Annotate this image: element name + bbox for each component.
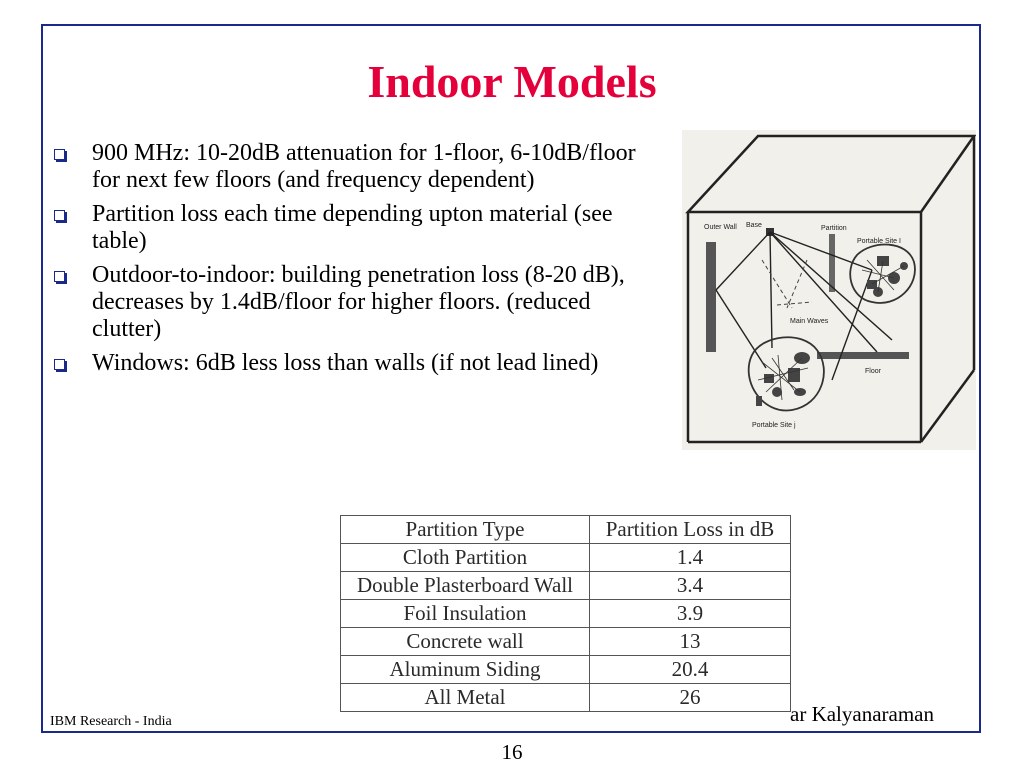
label-outer-wall: Outer Wall (704, 224, 737, 231)
bullet-item: Partition loss each time depending upton… (52, 201, 662, 255)
label-portable-site-j: Portable Site j (752, 422, 796, 429)
square-bullet-icon (54, 359, 65, 370)
cell-partition-type: Aluminum Siding (340, 655, 590, 684)
indoor-propagation-diagram: Outer Wall Base Partition Portable Site … (682, 130, 976, 450)
cell-partition-loss: 20.4 (589, 655, 791, 684)
cell-partition-loss: 13 (589, 627, 791, 656)
cell-partition-loss: 3.9 (589, 599, 791, 628)
cell-partition-loss: 1.4 (589, 543, 791, 572)
footer-author: ar Kalyanaraman (790, 702, 975, 727)
bullet-item: 900 MHz: 10-20dB attenuation for 1-floor… (52, 140, 662, 194)
cell-partition-type: Double Plasterboard Wall (340, 571, 590, 600)
partition-loss-table: Partition Type Partition Loss in dB Clot… (340, 515, 791, 712)
label-base: Base (746, 222, 762, 229)
page-number: 16 (501, 740, 523, 764)
bullet-text: Outdoor-to-indoor: building penetration … (92, 262, 625, 342)
slide-frame (41, 24, 981, 733)
column-header: Partition Type (340, 515, 590, 544)
label-partition: Partition (821, 225, 847, 232)
label-portable-site-i: Portable Site I (857, 238, 901, 245)
square-bullet-icon (54, 149, 65, 160)
bullet-list: 900 MHz: 10-20dB attenuation for 1-floor… (52, 140, 662, 384)
bullet-item: Windows: 6dB less loss than walls (if no… (52, 350, 662, 377)
bullet-item: Outdoor-to-indoor: building penetration … (52, 262, 662, 343)
cell-partition-loss: 26 (589, 683, 791, 712)
footer-author-text: ar Kalyanaraman (790, 702, 934, 726)
footer-organization: IBM Research - India (50, 714, 172, 729)
label-floor: Floor (865, 368, 882, 375)
label-main-waves: Main Waves (790, 318, 829, 325)
bullet-text: 900 MHz: 10-20dB attenuation for 1-floor… (92, 140, 636, 193)
cell-partition-type: Cloth Partition (340, 543, 590, 572)
cell-partition-loss: 3.4 (589, 571, 791, 600)
square-bullet-icon (54, 210, 65, 221)
cell-partition-type: All Metal (340, 683, 590, 712)
bullet-text: Windows: 6dB less loss than walls (if no… (92, 350, 599, 376)
cell-partition-type: Foil Insulation (340, 599, 590, 628)
table-header-row: Partition Type Partition Loss in dB (340, 515, 791, 544)
column-header: Partition Loss in dB (589, 515, 791, 544)
cell-partition-type: Concrete wall (340, 627, 590, 656)
bullet-text: Partition loss each time depending upton… (92, 201, 613, 254)
square-bullet-icon (54, 271, 65, 282)
slide-title: Indoor Models (367, 56, 657, 107)
